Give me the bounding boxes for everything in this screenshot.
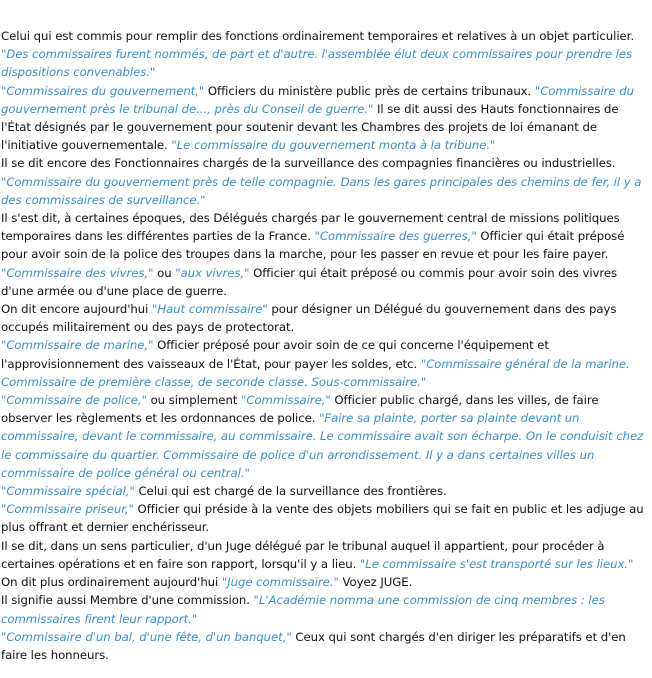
usage-example: "Haut commissaire" (152, 302, 268, 317)
definition-paragraph: Il se dit, dans un sens particulier, d'u… (1, 537, 651, 592)
definition-text: pour désigner un Délégué du gouvernement… (1, 302, 617, 335)
definition-body: Celui qui est commis pour remplir des fo… (1, 27, 651, 664)
usage-example: "Commissaire spécial," (1, 484, 135, 499)
usage-example: "Commissaire," (241, 393, 331, 408)
usage-example: "aux vivres," (175, 265, 250, 280)
definition-paragraph: "Commissaire du gouvernement près de tel… (1, 173, 651, 209)
usage-example: "Commissaires du gouvernement," (1, 83, 205, 98)
definition-text: Officier qui était préposé pour avoir so… (1, 229, 625, 262)
definition-text: Officier public chargé, dans les villes,… (1, 393, 599, 426)
usage-example: "Faire sa plainte, porter sa plainte dev… (1, 411, 644, 480)
definition-text: Il signifie aussi Membre d'une commissio… (1, 593, 254, 608)
usage-example: "Commissaire d'un bal, d'une fête, d'un … (1, 629, 292, 644)
definition-paragraph: "Commissaires du gouvernement," Officier… (1, 82, 651, 155)
definition-paragraph: Il s'est dit, à certaines époques, des D… (1, 209, 651, 300)
definition-paragraph: "Commissaire priseur," Officier qui prés… (1, 500, 651, 536)
usage-example: "Commissaire priseur," (1, 502, 134, 517)
usage-example: "Commissaire de police," (1, 393, 147, 408)
usage-example: "Le commissaire du gouvernement monta à … (171, 138, 496, 153)
usage-example: "Commissaire du gouvernement près le tri… (1, 83, 634, 116)
usage-example: "Commissaire du gouvernement près de tel… (1, 174, 642, 207)
definition-text: Celui qui est commis pour remplir des fo… (1, 29, 634, 43)
definition-text: On dit plus ordinairement aujourd'hui (1, 575, 222, 590)
definition-paragraph: On dit encore aujourd'hui "Haut commissa… (1, 300, 651, 336)
usage-example: "Le commissaire s'est transporté sur les… (359, 556, 634, 571)
definition-paragraph: "Commissaire spécial," Celui qui est cha… (1, 482, 651, 500)
definition-paragraph: Il signifie aussi Membre d'une commissio… (1, 591, 651, 627)
definition-text: Voyez JUGE. (338, 575, 413, 590)
definition-paragraph: "Commissaire de marine," Officier prépos… (1, 336, 651, 391)
definition-text: Il s'est dit, à certaines époques, des D… (1, 211, 620, 244)
definition-text: Officier préposé pour avoir soin de ce q… (1, 338, 549, 371)
definition-text: Ceux qui sont chargés d'en diriger les p… (1, 629, 626, 662)
definition-text: Il se dit aussi des Hauts fonctionnaires… (1, 101, 619, 153)
usage-example: "Commissaire général de la marine. Commi… (1, 356, 630, 389)
definition-text: Officier qui préside à la vente des obje… (1, 502, 644, 535)
definition-text: Officiers du ministère public près de ce… (204, 83, 535, 98)
definition-paragraph: "Commissaire de police," ou simplement "… (1, 391, 651, 482)
definition-paragraph: "Commissaire d'un bal, d'une fête, d'un … (1, 628, 651, 664)
usage-example: "Juge commissaire." (221, 575, 339, 590)
definition-text: On dit encore aujourd'hui (1, 302, 152, 317)
usage-example: "L'Académie nomma une commission de cinq… (1, 593, 605, 626)
definition-text: Officier qui était préposé ou commis pou… (1, 265, 618, 298)
usage-example: "Commissaire des guerres," (314, 229, 477, 244)
definition-text: Celui qui est chargé de la surveillance … (134, 484, 447, 499)
definition-paragraph: Celui qui est commis pour remplir des fo… (1, 27, 651, 82)
definition-text: ou simplement (146, 393, 242, 408)
definition-text: Il se dit, dans un sens particulier, d'u… (1, 538, 605, 571)
definition-text: Il se dit encore des Fonctionnaires char… (1, 156, 616, 171)
usage-example: "Des commissaires furent nommés, de part… (1, 47, 633, 80)
definition-paragraph: Il se dit encore des Fonctionnaires char… (1, 154, 651, 172)
usage-example: "Commissaire des vivres," (1, 265, 154, 280)
definition-text: ou (153, 265, 176, 280)
usage-example: "Commissaire de marine," (1, 338, 154, 353)
